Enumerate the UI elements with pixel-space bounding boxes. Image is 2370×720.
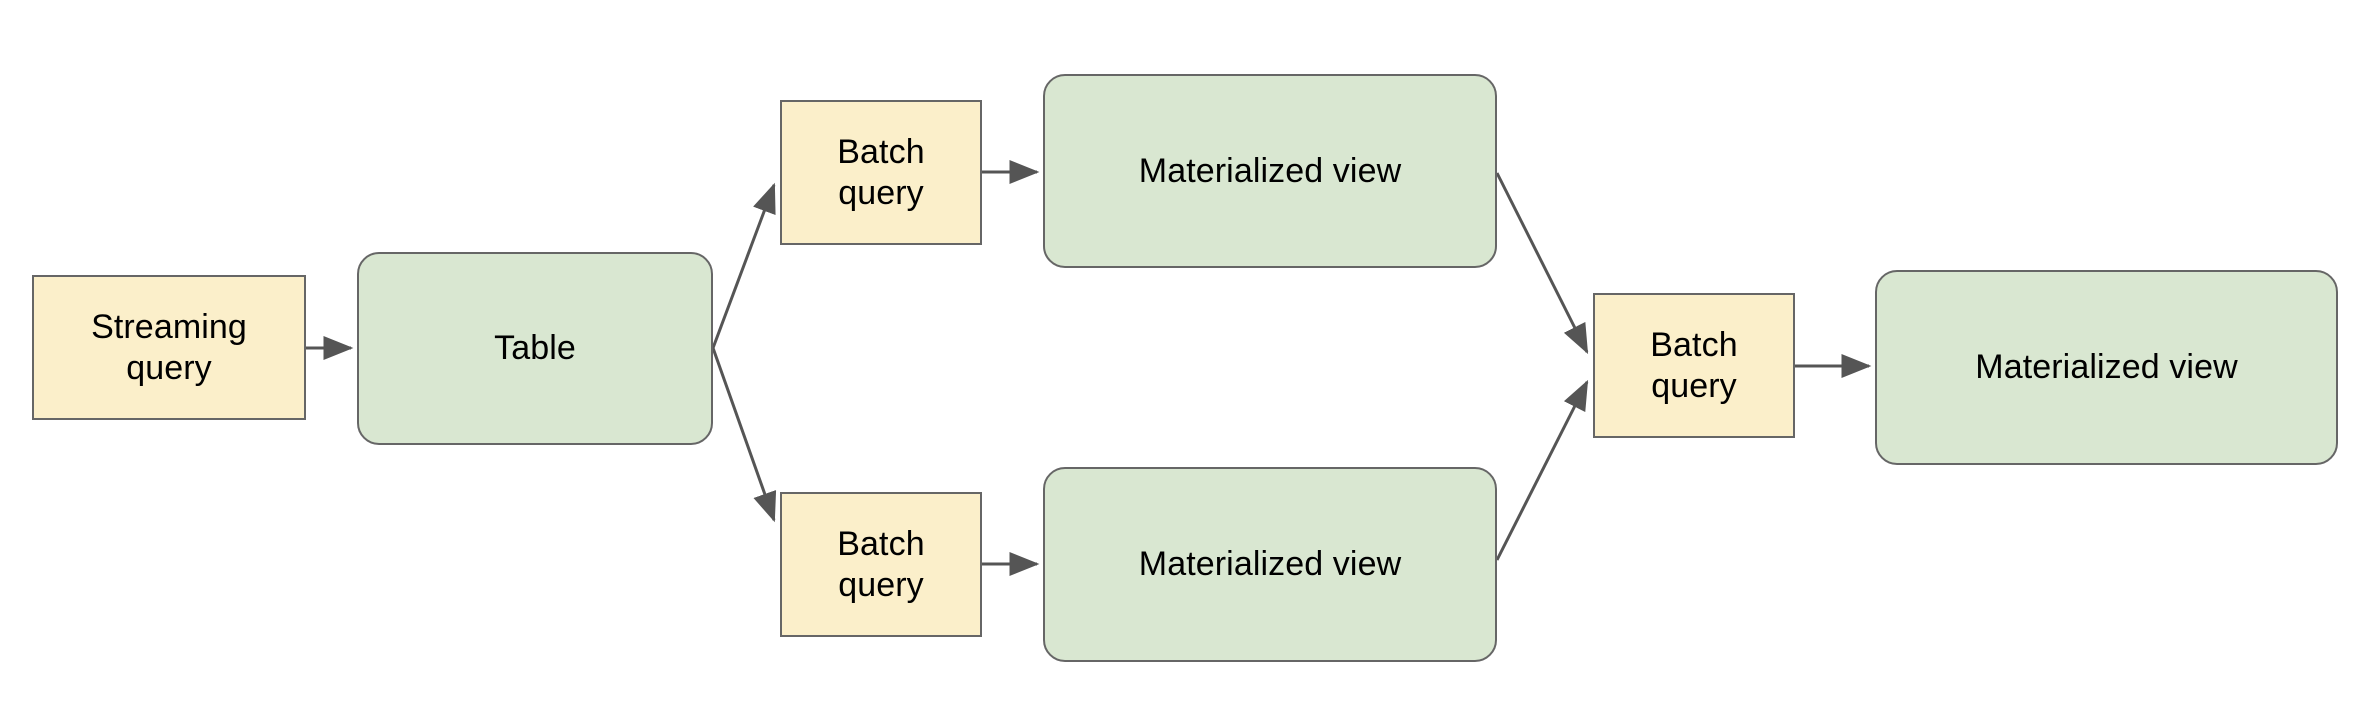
node-label-batch-query-top: Batch query — [837, 133, 925, 212]
node-materialized-view-bottom[interactable]: Materialized view — [1043, 467, 1497, 662]
node-label-batch-query-final: Batch query — [1650, 326, 1738, 405]
node-table[interactable]: Table — [357, 252, 713, 445]
node-label-batch-query-bottom: Batch query — [837, 525, 925, 604]
edge-table-to-batch-top — [711, 182, 776, 349]
node-materialized-view-top[interactable]: Materialized view — [1043, 74, 1497, 268]
edge-mv-top-to-batch-final — [1495, 172, 1589, 355]
node-streaming-query[interactable]: Streaming query — [32, 275, 306, 420]
node-label-materialized-view-final: Materialized view — [1975, 348, 2238, 387]
node-label-streaming-query: Streaming query — [91, 308, 247, 387]
edge-table-to-batch-bottom — [711, 347, 777, 523]
node-label-table: Table — [494, 329, 576, 368]
edge-mv-bot-to-batch-final — [1495, 379, 1589, 561]
node-materialized-view-final[interactable]: Materialized view — [1875, 270, 2338, 465]
node-label-materialized-view-bottom: Materialized view — [1138, 545, 1402, 584]
node-batch-query-top[interactable]: Batch query — [780, 100, 982, 245]
node-batch-query-final[interactable]: Batch query — [1593, 293, 1795, 438]
node-label-materialized-view-top: Materialized view — [1138, 151, 1402, 190]
node-batch-query-bottom[interactable]: Batch query — [780, 492, 982, 637]
